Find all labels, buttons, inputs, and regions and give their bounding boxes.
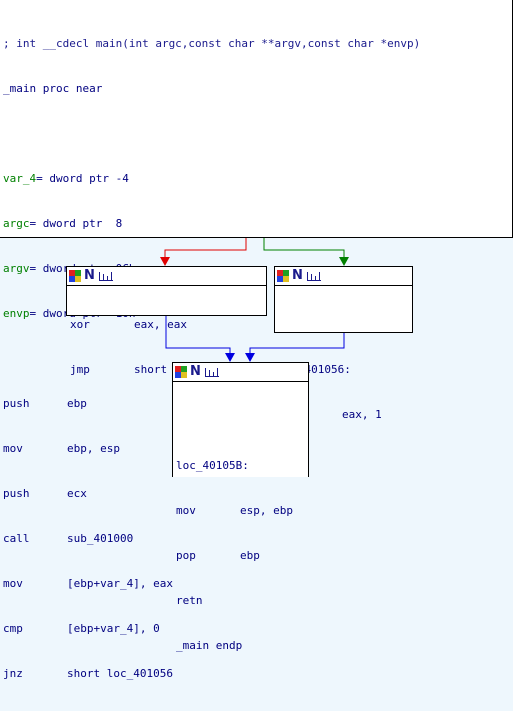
node-titlebar[interactable]: N	[173, 363, 308, 382]
flow-edges	[160, 238, 349, 362]
graph-layout-icon[interactable]	[98, 270, 114, 282]
header-line: _main proc near	[3, 82, 103, 95]
edge-false-branch	[164, 238, 247, 262]
graph-layout-icon[interactable]	[204, 366, 220, 378]
proc-end-line: _main endp	[176, 639, 243, 652]
graph-node-main[interactable]: ; int __cdecl main(int argc,const char *…	[0, 0, 513, 680]
node-name-icon[interactable]: N	[190, 364, 201, 379]
color-grid-icon[interactable]	[69, 270, 81, 282]
header-line: ; int __cdecl main(int argc,const char *…	[3, 37, 421, 50]
color-grid-icon[interactable]	[175, 366, 187, 378]
arrow-true-branch	[339, 257, 349, 266]
arrow-jump-left	[225, 353, 235, 362]
node-name-icon[interactable]: N	[292, 268, 303, 283]
arrow-jump-right	[245, 353, 255, 362]
graph-layout-icon[interactable]	[306, 270, 322, 282]
edge-true-branch	[263, 238, 345, 262]
node-titlebar[interactable]: N	[67, 267, 266, 286]
code-label: loc_40105B:	[176, 459, 249, 472]
var-line: argc= dword ptr 8	[3, 217, 123, 230]
graph-node-loc-401056[interactable]: N loc_401056: moveax, 1	[274, 266, 413, 421]
node-titlebar[interactable]: N	[275, 267, 412, 286]
node-name-icon[interactable]: N	[84, 268, 95, 283]
arrow-false-branch	[160, 257, 170, 266]
var-line: var_4= dword ptr -4	[3, 172, 129, 185]
instruction-line: retn	[176, 594, 203, 607]
color-grid-icon[interactable]	[277, 270, 289, 282]
